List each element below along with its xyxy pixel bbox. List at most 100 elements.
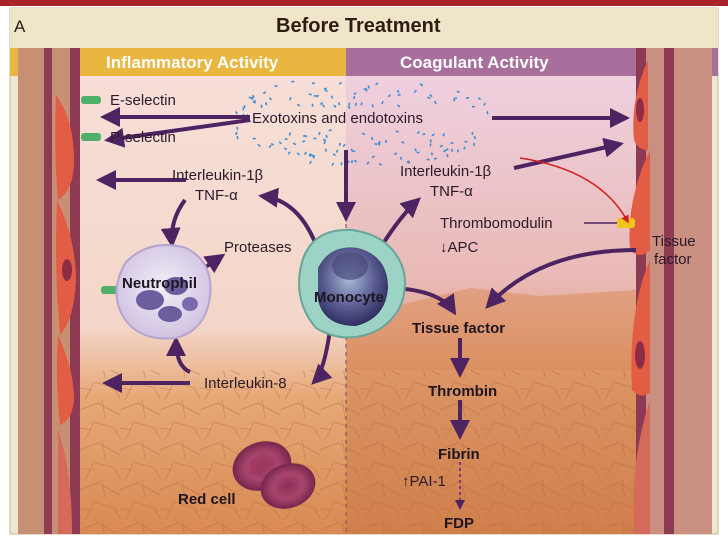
toxin-particle [328, 129, 332, 132]
toxin-particle [397, 104, 401, 108]
toxin-particle [381, 100, 384, 105]
toxin-particle [303, 151, 307, 155]
toxin-particle [451, 148, 453, 152]
toxin-particle [387, 94, 391, 98]
toxin-particle [342, 143, 346, 148]
red-cell-illustration [232, 441, 316, 509]
toxin-particle [443, 149, 447, 153]
toxin-particle [313, 137, 317, 140]
toxin-particle [384, 139, 388, 144]
toxin-particle [283, 147, 288, 150]
toxin-particle [367, 85, 370, 89]
toxin-particle [348, 102, 351, 106]
arrow-to-p-selectin [104, 118, 251, 148]
toxin-particle [433, 100, 437, 105]
toxin-particle [371, 155, 375, 159]
toxin-particle [414, 148, 418, 152]
toxin-particle [486, 111, 489, 115]
toxin-particle [413, 89, 417, 94]
toxin-particle [471, 131, 474, 135]
toxin-particle [252, 99, 257, 103]
p-selectin-receptor [81, 133, 101, 141]
toxin-particle [323, 140, 326, 145]
toxin-particle [419, 83, 423, 86]
arrow-monocyte-to-il8 [311, 329, 333, 385]
toxin-particle [340, 162, 343, 166]
panel-letter: A [14, 17, 26, 36]
toxin-particle [429, 143, 432, 147]
toxin-particle [257, 143, 261, 147]
coagulant-banner-label: Coagulant Activity [400, 53, 549, 72]
il1-right-label: Interleukin-1β [400, 163, 492, 180]
toxin-particle [331, 162, 335, 166]
toxin-particle [483, 102, 487, 106]
e-selectin-label: E-selectin [110, 92, 176, 109]
il1-left-label: Interleukin-1β [172, 167, 264, 184]
toxin-particle [323, 87, 328, 90]
toxin-particle [309, 160, 312, 165]
toxin-particle [338, 142, 342, 146]
toxin-particle [274, 84, 278, 88]
toxins-label: Exotoxins and endotoxins [252, 110, 423, 127]
toxin-particle [311, 82, 316, 85]
toxin-particle [477, 97, 482, 101]
toxin-particle [454, 97, 458, 100]
toxin-particle [431, 133, 435, 137]
arrow-neutrophil-to-proteases [202, 253, 226, 274]
toxin-particle [397, 93, 401, 97]
toxin-particle [320, 101, 324, 106]
thrombomodulin-label: Thrombomodulin [440, 215, 553, 232]
toxin-particle [464, 140, 468, 143]
toxin-particle [333, 104, 337, 108]
tnf-right-label: TNF-α [430, 183, 473, 200]
toxin-particles [234, 80, 489, 166]
toxin-particle [311, 103, 314, 107]
toxin-particle [361, 132, 366, 136]
thrombin-label: Thrombin [428, 383, 498, 400]
toxin-particle [366, 161, 370, 165]
toxin-particle [338, 81, 342, 85]
toxin-particle [363, 87, 367, 91]
red-cell-label: Red cell [178, 491, 236, 508]
toxin-particle [429, 139, 432, 143]
toxin-particle [251, 96, 254, 100]
toxin-particle [433, 157, 437, 160]
toxin-particle [378, 162, 383, 166]
toxin-particle [303, 135, 307, 137]
pai1-label: ↑PAI-1 [402, 473, 446, 490]
toxin-particle [288, 96, 292, 101]
toxin-particle [268, 144, 272, 149]
toxin-particle [352, 150, 356, 153]
toxin-particle [473, 143, 476, 147]
toxin-particle [235, 111, 238, 115]
toxin-particle [350, 160, 354, 164]
toxin-particle [374, 142, 378, 146]
toxin-particle [324, 148, 327, 152]
proteases-label: Proteases [224, 239, 292, 256]
page-title: Before Treatment [276, 15, 441, 37]
title-strip [10, 8, 718, 48]
toxin-particle [347, 105, 351, 110]
toxin-particle [308, 153, 312, 158]
toxin-particle [321, 104, 326, 108]
tissue-upper-right [346, 288, 636, 370]
toxin-particle [287, 151, 291, 155]
monocyte-label: Monocyte [314, 289, 385, 306]
toxin-particle [337, 102, 341, 106]
fibrin-label: Fibrin [438, 446, 480, 463]
interleukin8-label: Interleukin-8 [204, 375, 287, 392]
toxin-particle [473, 135, 477, 140]
toxin-particle [360, 102, 363, 106]
toxin-particle [262, 91, 267, 95]
toxin-particle [446, 154, 449, 158]
toxin-particle [401, 140, 405, 144]
toxin-particle [315, 94, 320, 98]
inflammatory-banner-label: Inflammatory Activity [106, 53, 279, 72]
toxin-particle [375, 82, 379, 86]
neutrophil-label: Neutrophil [122, 275, 197, 292]
toxin-particle [442, 133, 445, 137]
tissue-mesh [80, 370, 636, 534]
toxin-particle [322, 138, 327, 142]
toxin-particle [445, 148, 449, 152]
